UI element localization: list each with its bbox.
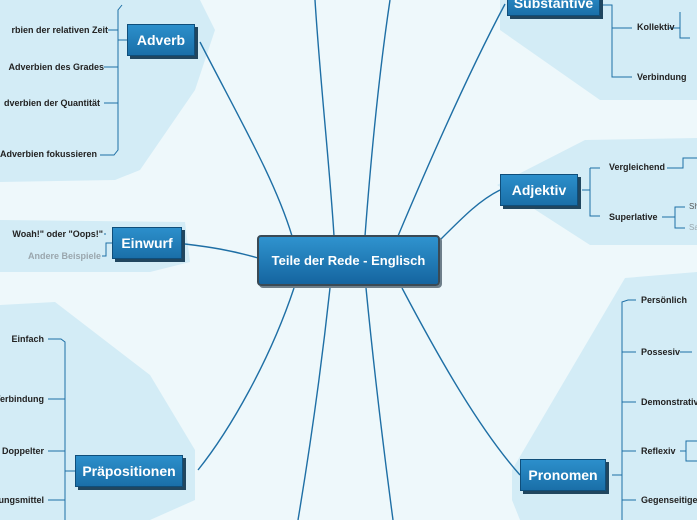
central-topic[interactable]: Teile der Rede - Englisch <box>257 235 440 286</box>
pronomen-zone <box>512 272 697 520</box>
leaf-pron-reflexiv[interactable]: Reflexiv <box>641 446 676 456</box>
leaf-einwurf-beispiel[interactable]: Woah!" oder "Oops!" <box>12 229 103 239</box>
branch-substantive-label: Substantive <box>513 0 594 11</box>
connector-einwurf <box>184 243 259 259</box>
leaf-pron-possesiv[interactable]: Possesiv <box>641 347 681 357</box>
substantive-zone <box>500 0 697 100</box>
leaf-adverb-fokussieren[interactable]: Adverbien fokussieren <box>0 149 97 159</box>
connector-up-1 <box>314 0 335 237</box>
leaf-adverb-quantitaet[interactable]: dverbien der Quantität <box>3 98 100 108</box>
leaf-praep-einfach[interactable]: Einfach <box>11 334 44 344</box>
leaf-adj-superlative[interactable]: Superlative <box>609 212 658 222</box>
branch-praepositionen-label: Präpositionen <box>82 463 176 479</box>
leaf-pron-demonstrativ[interactable]: Demonstrativ <box>641 397 697 407</box>
leaf-subst-verbindung[interactable]: Verbindung <box>637 72 687 82</box>
branch-pronomen-label: Pronomen <box>528 467 598 483</box>
leaf-adj-vergleichend[interactable]: Vergleichend <box>609 162 666 172</box>
connector-pronomen <box>401 287 521 476</box>
leaf-adverb-grades[interactable]: Adverbien des Grades <box>8 62 104 72</box>
connector-down-1 <box>297 287 331 520</box>
leaf-praep-doppelter[interactable]: Doppelter <box>1 446 44 456</box>
branch-praepositionen[interactable]: Präpositionen <box>75 455 183 487</box>
connector-praepositionen <box>197 287 295 471</box>
leaf-adj-sub-1[interactable]: Sh <box>689 202 697 211</box>
leaf-adj-sub-2[interactable]: Sa <box>689 223 697 232</box>
branch-adjektiv-label: Adjektiv <box>511 182 567 198</box>
leaf-adverb-relative-zeit[interactable]: rbien der relativen Zeit <box>11 25 108 35</box>
branch-pronomen[interactable]: Pronomen <box>520 459 606 491</box>
branch-substantive[interactable]: Substantive <box>507 0 600 16</box>
leaf-pron-persoenlich[interactable]: Persönlich <box>641 295 688 305</box>
branch-einwurf-label: Einwurf <box>121 235 173 251</box>
leaf-pron-gegenseitige[interactable]: Gegenseitige <box>641 495 697 505</box>
adjektiv-zone <box>497 138 697 245</box>
leaf-subst-kollektiv[interactable]: Kollektiv <box>637 22 675 32</box>
connector-adverb <box>199 41 293 237</box>
connector-substantive <box>397 3 506 237</box>
branch-adjektiv[interactable]: Adjektiv <box>500 174 578 206</box>
leaf-praep-mittel[interactable]: ungsmittel <box>0 495 44 505</box>
leaf-einwurf-andere[interactable]: Andere Beispiele <box>27 251 101 261</box>
branch-adverb-label: Adverb <box>136 32 186 48</box>
connector-up-2 <box>364 0 391 237</box>
branch-adverb[interactable]: Adverb <box>127 24 195 56</box>
connector-adjektiv <box>439 189 501 241</box>
leaf-praep-verbindung[interactable]: Verbindung <box>0 394 44 404</box>
branch-einwurf[interactable]: Einwurf <box>112 227 182 259</box>
connector-down-2 <box>365 287 394 520</box>
central-topic-label: Teile der Rede - Englisch <box>271 253 426 268</box>
